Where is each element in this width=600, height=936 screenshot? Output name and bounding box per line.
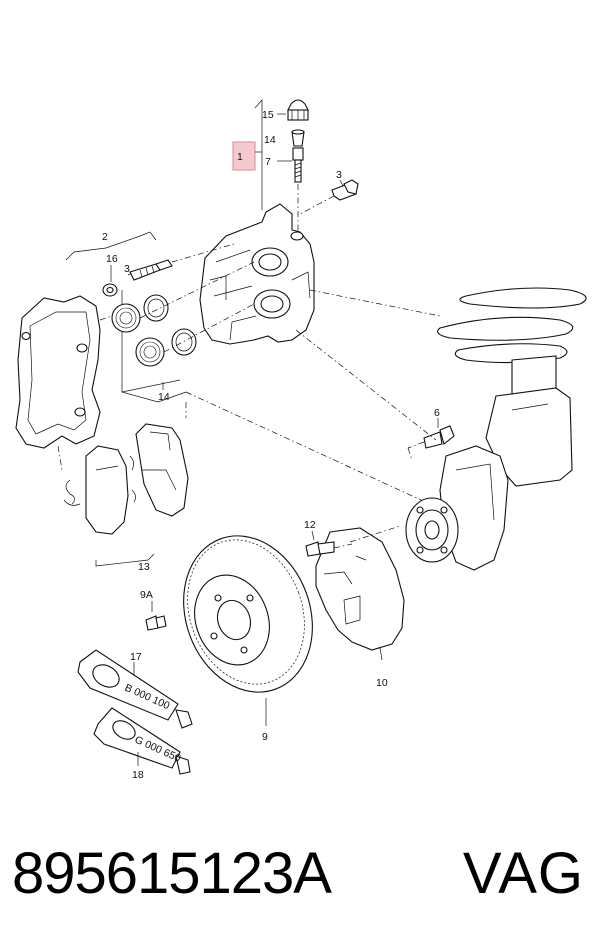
callout-1[interactable]: 1 bbox=[237, 151, 243, 163]
callout-14a[interactable]: 14 bbox=[264, 134, 276, 146]
callout-9a[interactable]: 9A bbox=[140, 589, 153, 601]
callout-14b[interactable]: 14 bbox=[158, 391, 170, 403]
callout-group-2: 2 16 3 bbox=[65, 231, 235, 297]
callout-group-1: 1 15 14 7 bbox=[232, 99, 309, 232]
tube-17: 17 B 000 100 bbox=[77, 649, 193, 729]
callout-17[interactable]: 17 bbox=[130, 651, 142, 663]
coil-spring-strut bbox=[437, 287, 587, 487]
caliper-housing bbox=[199, 203, 315, 345]
callout-7[interactable]: 7 bbox=[265, 156, 271, 168]
callout-3a[interactable]: 3 bbox=[336, 169, 342, 181]
exploded-parts-diagram: 1 15 14 7 3 bbox=[15, 99, 587, 781]
bolt-12: 12 bbox=[304, 519, 353, 557]
callout-15[interactable]: 15 bbox=[262, 109, 274, 121]
bolt-9a: 9A bbox=[140, 589, 167, 631]
bushing-14 bbox=[291, 129, 305, 147]
bolt-3-upper: 3 bbox=[299, 169, 359, 215]
callout-13[interactable]: 13 bbox=[138, 561, 150, 573]
footer: 895615123A VAG bbox=[0, 820, 600, 936]
part-number: 895615123A bbox=[12, 841, 332, 906]
callout-12[interactable]: 12 bbox=[304, 519, 316, 531]
callout-6[interactable]: 6 bbox=[434, 407, 440, 419]
steering-knuckle bbox=[405, 445, 509, 571]
callout-16[interactable]: 16 bbox=[106, 253, 118, 265]
bolt-6: 6 bbox=[407, 407, 455, 461]
callout-10[interactable]: 10 bbox=[376, 677, 388, 689]
callout-1-highlight[interactable] bbox=[232, 141, 256, 171]
callout-3b[interactable]: 3 bbox=[124, 263, 130, 275]
brake-pads-13: 13 bbox=[63, 391, 457, 573]
callout-2[interactable]: 2 bbox=[102, 231, 108, 243]
tube-18: G 000 650 18 bbox=[93, 707, 191, 781]
cap-15 bbox=[287, 99, 309, 121]
brake-disc-9: 9 bbox=[183, 535, 313, 743]
alignment-lines bbox=[57, 289, 441, 471]
callout-9[interactable]: 9 bbox=[262, 731, 268, 743]
caliper-carrier bbox=[15, 295, 113, 449]
bolt-7 bbox=[292, 147, 304, 183]
brand-name: VAG bbox=[462, 841, 584, 906]
bushing-16 bbox=[102, 283, 118, 297]
callout-18[interactable]: 18 bbox=[132, 769, 144, 781]
seal-kit-14: 14 bbox=[111, 261, 255, 403]
splash-shield-10: 10 bbox=[315, 525, 405, 689]
